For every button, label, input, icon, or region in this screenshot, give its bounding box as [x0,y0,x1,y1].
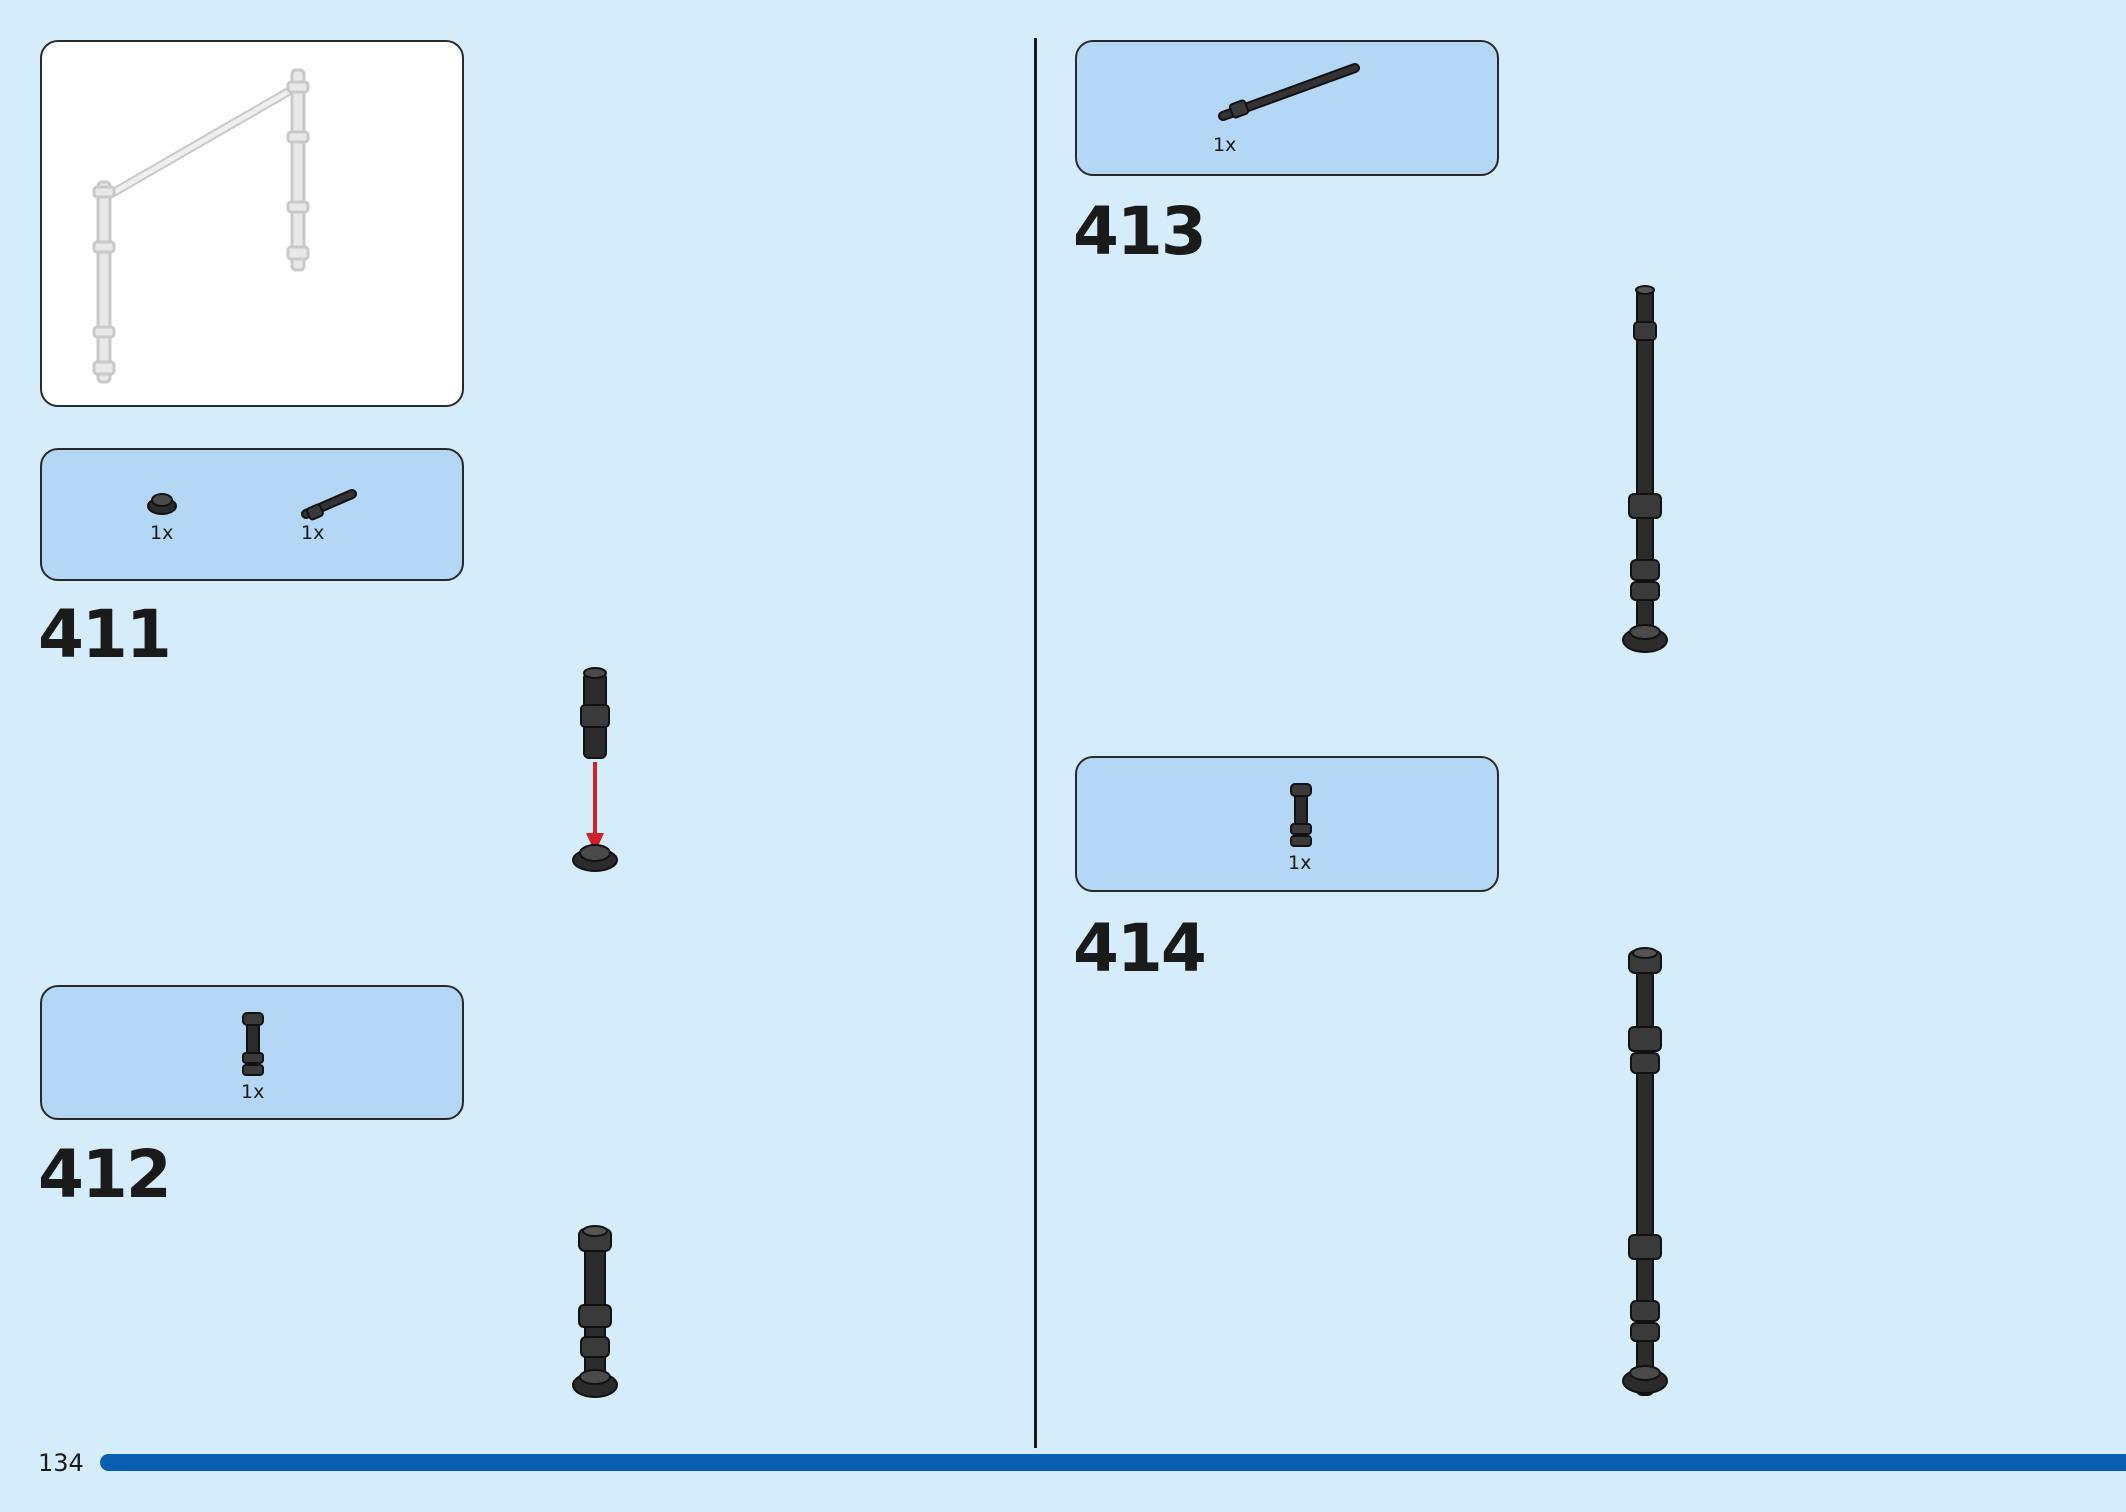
parts-panel-412: 1x [40,985,464,1120]
parts-panel-411: 1x 1x [40,448,464,581]
part-qty: 1x [301,522,325,544]
step-number-413: 413 [1073,193,1207,270]
page-divider [1034,38,1037,1448]
fence-frame-grey-icon [92,68,310,384]
long-bar-piece-icon [1218,63,1360,121]
bar-connector-piece-icon [301,489,357,521]
step-number-414: 414 [1073,910,1207,987]
bar-post-piece-icon [1290,783,1312,847]
step-number-412: 412 [38,1136,172,1213]
step-number-411: 411 [38,596,172,673]
assembly-413 [1622,285,1668,653]
parts-panel-414: 1x [1075,756,1499,892]
page-progress-bar [100,1454,2126,1471]
assembly-412 [572,1225,618,1398]
assembly-414 [1622,947,1668,1396]
parts-panel-413: 1x [1075,40,1499,176]
part-qty: 1x [1213,134,1237,156]
part-qty: 1x [150,522,174,544]
round-plate-piece-icon [147,493,177,515]
part-qty: 1x [241,1081,265,1103]
assembly-411 [572,667,618,872]
preview-panel [40,40,464,407]
bar-post-piece-icon [242,1012,264,1076]
part-qty: 1x [1288,852,1312,874]
page-number: 134 [38,1449,84,1477]
